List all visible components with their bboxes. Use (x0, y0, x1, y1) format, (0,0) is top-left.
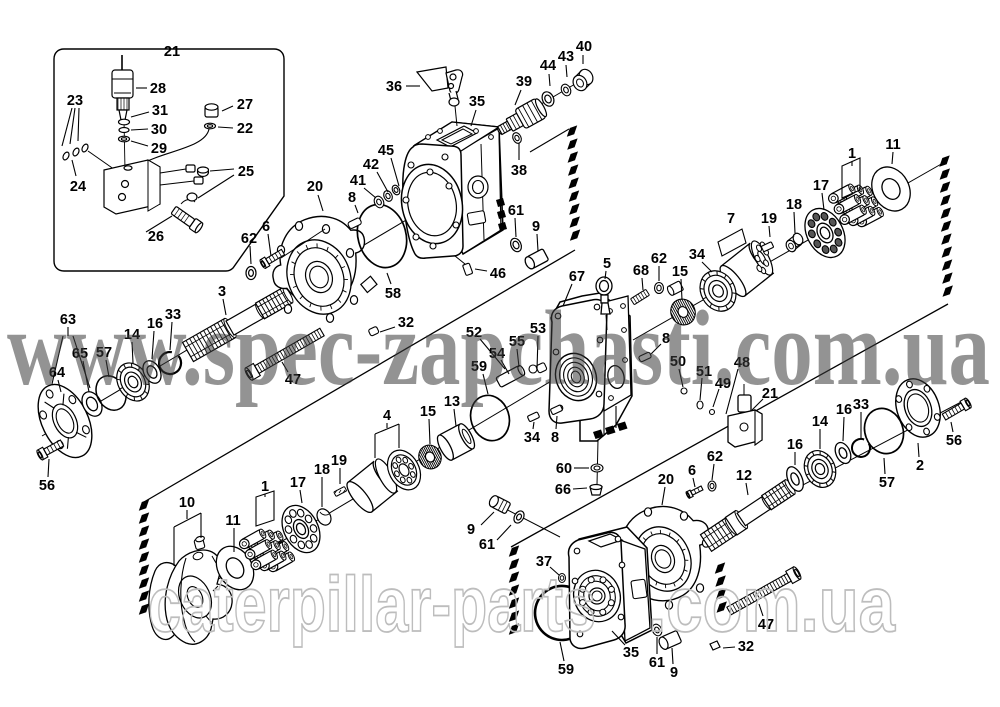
svg-text:38: 38 (511, 163, 527, 179)
svg-text:34: 34 (524, 430, 540, 446)
svg-text:31: 31 (152, 103, 168, 119)
svg-text:49: 49 (715, 376, 731, 392)
svg-text:56: 56 (946, 433, 962, 449)
svg-text:6: 6 (688, 463, 696, 479)
svg-text:20: 20 (307, 179, 323, 195)
svg-text:9: 9 (467, 522, 475, 538)
svg-text:33: 33 (165, 307, 181, 323)
svg-text:22: 22 (237, 121, 253, 137)
svg-text:www.spec-zapchasti.com.ua: www.spec-zapchasti.com.ua (7, 290, 990, 408)
svg-text:13: 13 (444, 394, 460, 410)
svg-text:18: 18 (786, 197, 802, 213)
svg-text:1: 1 (261, 479, 269, 495)
svg-text:68: 68 (633, 263, 649, 279)
svg-text:23: 23 (67, 93, 83, 109)
svg-text:4: 4 (383, 408, 391, 424)
svg-text:53: 53 (530, 321, 546, 337)
svg-text:.com.ua: .com.ua (648, 560, 896, 648)
svg-text:32: 32 (398, 315, 414, 331)
svg-text:16: 16 (147, 316, 163, 332)
svg-text:43: 43 (558, 49, 574, 65)
svg-text:61: 61 (479, 537, 495, 553)
svg-text:10: 10 (179, 495, 195, 511)
svg-text:65: 65 (72, 346, 88, 362)
svg-text:56: 56 (39, 478, 55, 494)
svg-text:57: 57 (96, 345, 112, 361)
svg-text:58: 58 (385, 286, 401, 302)
svg-text:17: 17 (813, 178, 829, 194)
svg-text:66: 66 (555, 482, 571, 498)
svg-text:39: 39 (516, 74, 532, 90)
svg-text:47: 47 (285, 372, 301, 388)
svg-text:8: 8 (662, 331, 670, 347)
svg-text:64: 64 (49, 365, 65, 381)
svg-text:61: 61 (508, 203, 524, 219)
svg-text:2: 2 (916, 458, 924, 474)
svg-text:24: 24 (70, 179, 86, 195)
svg-text:46: 46 (490, 266, 506, 282)
svg-text:42: 42 (363, 157, 379, 173)
svg-text:34: 34 (689, 247, 705, 263)
svg-text:35: 35 (623, 645, 639, 661)
svg-text:48: 48 (734, 355, 750, 371)
svg-text:33: 33 (853, 397, 869, 413)
svg-text:3: 3 (218, 284, 226, 300)
svg-text:11: 11 (885, 137, 900, 153)
svg-text:16: 16 (787, 437, 803, 453)
svg-text:67: 67 (569, 269, 585, 285)
svg-text:62: 62 (241, 231, 257, 247)
svg-text:6: 6 (262, 219, 270, 235)
svg-text:19: 19 (331, 453, 347, 469)
svg-text:21: 21 (164, 44, 180, 60)
svg-text:18: 18 (314, 462, 330, 478)
svg-text:9: 9 (532, 219, 540, 235)
svg-text:29: 29 (151, 141, 167, 157)
svg-text:61: 61 (649, 655, 665, 671)
svg-text:7: 7 (727, 211, 735, 227)
svg-text:57: 57 (879, 475, 895, 491)
svg-text:45: 45 (378, 143, 394, 159)
svg-text:30: 30 (151, 122, 167, 138)
svg-text:11: 11 (225, 513, 240, 529)
svg-text:54: 54 (489, 346, 505, 362)
svg-text:55: 55 (509, 334, 525, 350)
svg-text:12: 12 (736, 468, 752, 484)
svg-text:15: 15 (420, 404, 436, 420)
svg-text:32: 32 (738, 639, 754, 655)
svg-text:caterpillar-parts: caterpillar-parts (148, 560, 596, 648)
svg-text:36: 36 (386, 79, 402, 95)
svg-text:9: 9 (670, 665, 678, 681)
svg-text:47: 47 (758, 617, 774, 633)
svg-text:27: 27 (237, 97, 253, 113)
svg-text:28: 28 (150, 81, 166, 97)
svg-text:59: 59 (558, 662, 574, 678)
svg-text:52: 52 (466, 325, 482, 341)
svg-text:40: 40 (576, 39, 592, 55)
svg-text:21: 21 (762, 386, 778, 402)
svg-text:63: 63 (60, 312, 76, 328)
svg-text:15: 15 (672, 264, 688, 280)
svg-text:19: 19 (761, 211, 777, 227)
svg-text:8: 8 (348, 190, 356, 206)
svg-text:60: 60 (556, 461, 572, 477)
svg-text:35: 35 (469, 94, 485, 110)
svg-text:14: 14 (124, 327, 140, 343)
svg-text:8: 8 (551, 430, 559, 446)
svg-text:41: 41 (350, 173, 366, 189)
svg-text:50: 50 (670, 354, 686, 370)
svg-text:37: 37 (536, 554, 552, 570)
svg-text:25: 25 (238, 164, 254, 180)
svg-text:1: 1 (848, 146, 856, 162)
svg-text:62: 62 (707, 449, 723, 465)
svg-text:44: 44 (540, 58, 556, 74)
svg-text:14: 14 (812, 414, 828, 430)
svg-text:16: 16 (836, 402, 852, 418)
svg-text:26: 26 (148, 229, 164, 245)
svg-text:17: 17 (290, 475, 306, 491)
svg-text:59: 59 (471, 359, 487, 375)
svg-text:51: 51 (696, 364, 712, 380)
svg-text:62: 62 (651, 251, 667, 267)
svg-text:20: 20 (658, 472, 674, 488)
svg-text:5: 5 (603, 256, 611, 272)
